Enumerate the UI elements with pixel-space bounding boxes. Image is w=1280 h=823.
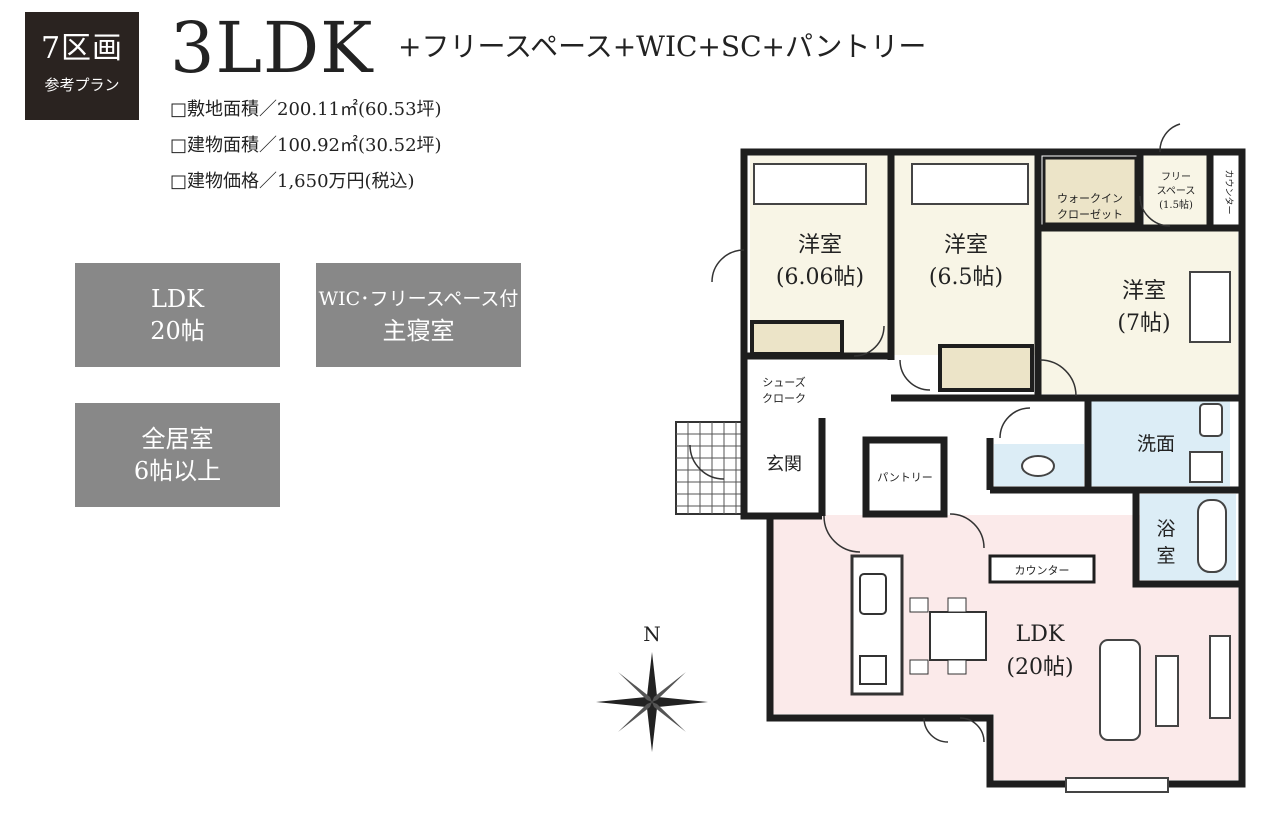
- tag-master-line2: 主寝室: [382, 317, 455, 345]
- closet-bedroom-1: [750, 320, 844, 356]
- wic-label-line2: クローゼット: [1057, 208, 1123, 221]
- ldk-name: LDK: [1016, 622, 1065, 647]
- wic-label-line1: ウォークイン: [1057, 192, 1123, 205]
- counter-label: カウンター: [1015, 564, 1070, 577]
- free-space-line2: スペース: [1157, 186, 1196, 197]
- closet-bedroom-2: [938, 344, 1034, 392]
- free-space-line3: (1.5帖): [1159, 198, 1193, 211]
- tv-board: [1209, 635, 1231, 719]
- kitchen: [850, 554, 987, 696]
- bath-label-1: 浴: [1156, 518, 1175, 540]
- walk-in-closet: [1042, 156, 1138, 226]
- bath-label-2: 室: [1156, 545, 1175, 567]
- shoe-cloak-line1: シューズ: [762, 375, 805, 389]
- pantry-label: パントリー: [877, 471, 933, 484]
- compass-icon: [596, 652, 708, 752]
- sofa: [1099, 639, 1141, 741]
- spec-building-area: □建物面積／100.92㎡(30.52坪): [170, 135, 442, 156]
- floor-plan: N 洋室 (6.06帖) 洋室 (6.5帖) 洋室 (7帖) ウォークイン クロ…: [596, 123, 1246, 793]
- tag-ldk-line2: 20帖: [150, 317, 205, 345]
- bedroom-1-size: (6.06帖): [776, 265, 864, 290]
- washer-icon: [1199, 403, 1223, 437]
- tag-master-line1: WIC･フリースペース付: [318, 288, 519, 310]
- tag-master-bedroom: WIC･フリースペース付 主寝室: [316, 263, 521, 367]
- counter-small-label: カウンター: [1223, 169, 1234, 214]
- bedroom-1-name: 洋室: [798, 233, 842, 258]
- bedroom-3-size: (7帖): [1117, 311, 1170, 336]
- bathtub-icon: [1197, 499, 1227, 573]
- lot-badge: 7区画 参考プラン: [25, 12, 139, 120]
- counter-box: [988, 554, 1096, 584]
- sink-icon: [1189, 451, 1223, 483]
- window-south: [1065, 777, 1169, 793]
- ldk-size: (20帖): [1006, 655, 1073, 680]
- washroom-label: 洗面: [1137, 433, 1175, 455]
- tag-ldk-line1: LDK: [150, 285, 205, 313]
- spec-site-area: □敷地面積／200.11㎡(60.53坪): [170, 99, 442, 120]
- compass-north-label: N: [643, 622, 661, 646]
- bed-3: [1189, 271, 1231, 343]
- bedroom-3-name: 洋室: [1122, 279, 1166, 304]
- entrance-porch: [675, 421, 745, 515]
- free-space-line1: フリー: [1161, 172, 1191, 183]
- toilet-icon: [1021, 455, 1055, 477]
- door-swings: [689, 123, 1181, 743]
- layout-title: 3LDK: [170, 7, 374, 89]
- coffee-table: [1155, 655, 1179, 727]
- free-space-floor: [1144, 155, 1208, 229]
- shoe-cloak-line2: クローク: [762, 392, 806, 405]
- bedroom-2-name: 洋室: [944, 233, 988, 258]
- genkan-label: 玄関: [766, 454, 802, 475]
- lot-number: 7区画: [40, 31, 124, 66]
- reference-plan-label: 参考プラン: [44, 76, 120, 94]
- tag-all-rooms-line2: 6帖以上: [133, 457, 222, 485]
- bedroom-2-size: (6.5帖): [929, 265, 1003, 290]
- tag-all-rooms-line1: 全居室: [141, 425, 214, 453]
- bed-1: [753, 163, 867, 205]
- tag-all-rooms: 全居室 6帖以上: [75, 403, 280, 507]
- bed-2: [911, 163, 1029, 205]
- tag-ldk: LDK 20帖: [75, 263, 280, 367]
- spec-price: □建物価格／1,650万円(税込): [170, 171, 415, 192]
- layout-subtitle: +フリースペース+WIC+SC+パントリー: [398, 30, 927, 63]
